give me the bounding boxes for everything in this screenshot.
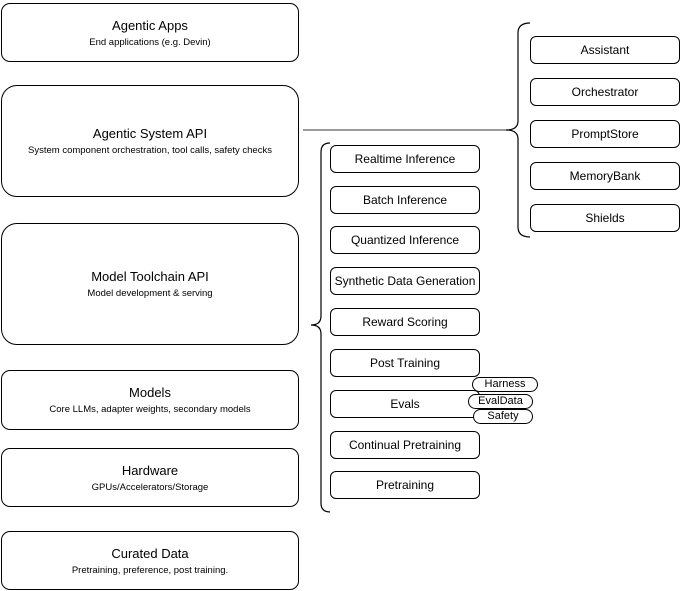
node-quantized-inference: Quantized Inference bbox=[330, 226, 480, 254]
node-agentic-system-api: Agentic System API System component orch… bbox=[1, 85, 299, 197]
node-batch-inference: Batch Inference bbox=[330, 186, 480, 214]
tag-safety: Safety bbox=[473, 409, 533, 424]
node-synthetic-data-generation: Synthetic Data Generation bbox=[330, 267, 480, 295]
node-title: Curated Data bbox=[111, 545, 189, 561]
node-shields: Shields bbox=[530, 204, 680, 232]
node-subtitle: Core LLMs, adapter weights, secondary mo… bbox=[49, 404, 251, 415]
node-title: Models bbox=[129, 385, 171, 400]
toolchain-services-bracket bbox=[310, 142, 331, 513]
node-evals: Evals bbox=[330, 390, 480, 418]
node-title: Model Toolchain API bbox=[91, 269, 209, 284]
node-realtime-inference: Realtime Inference bbox=[330, 145, 480, 173]
node-orchestrator: Orchestrator bbox=[530, 78, 680, 106]
tag-evaldata: EvalData bbox=[468, 394, 533, 409]
node-promptstore: PromptStore bbox=[530, 120, 680, 148]
node-subtitle: Model development & serving bbox=[87, 288, 213, 299]
node-curated-data: Curated Data Pretraining, preference, po… bbox=[1, 531, 299, 590]
node-subtitle: End applications (e.g. Devin) bbox=[89, 36, 211, 48]
node-model-toolchain-api: Model Toolchain API Model development & … bbox=[1, 223, 299, 345]
node-subtitle: System component orchestration, tool cal… bbox=[28, 145, 272, 156]
node-subtitle: GPUs/Accelerators/Storage bbox=[91, 481, 209, 493]
tag-harness: Harness bbox=[472, 377, 538, 392]
node-subtitle: Pretraining, preference, post training. bbox=[71, 564, 229, 576]
node-assistant: Assistant bbox=[530, 36, 680, 64]
node-models: Models Core LLMs, adapter weights, secon… bbox=[1, 370, 299, 430]
node-title: Agentic Apps bbox=[112, 17, 188, 33]
node-pretraining: Pretraining bbox=[330, 471, 480, 499]
node-post-training: Post Training bbox=[330, 349, 480, 377]
node-title: Agentic System API bbox=[92, 126, 208, 141]
node-agentic-apps: Agentic Apps End applications (e.g. Devi… bbox=[1, 3, 299, 62]
system-components-brace bbox=[505, 22, 531, 238]
node-reward-scoring: Reward Scoring bbox=[330, 308, 480, 336]
node-title: Hardware bbox=[121, 462, 179, 478]
node-continual-pretraining: Continual Pretraining bbox=[330, 431, 480, 459]
node-memorybank: MemoryBank bbox=[530, 162, 680, 190]
node-hardware: Hardware GPUs/Accelerators/Storage bbox=[1, 448, 299, 507]
